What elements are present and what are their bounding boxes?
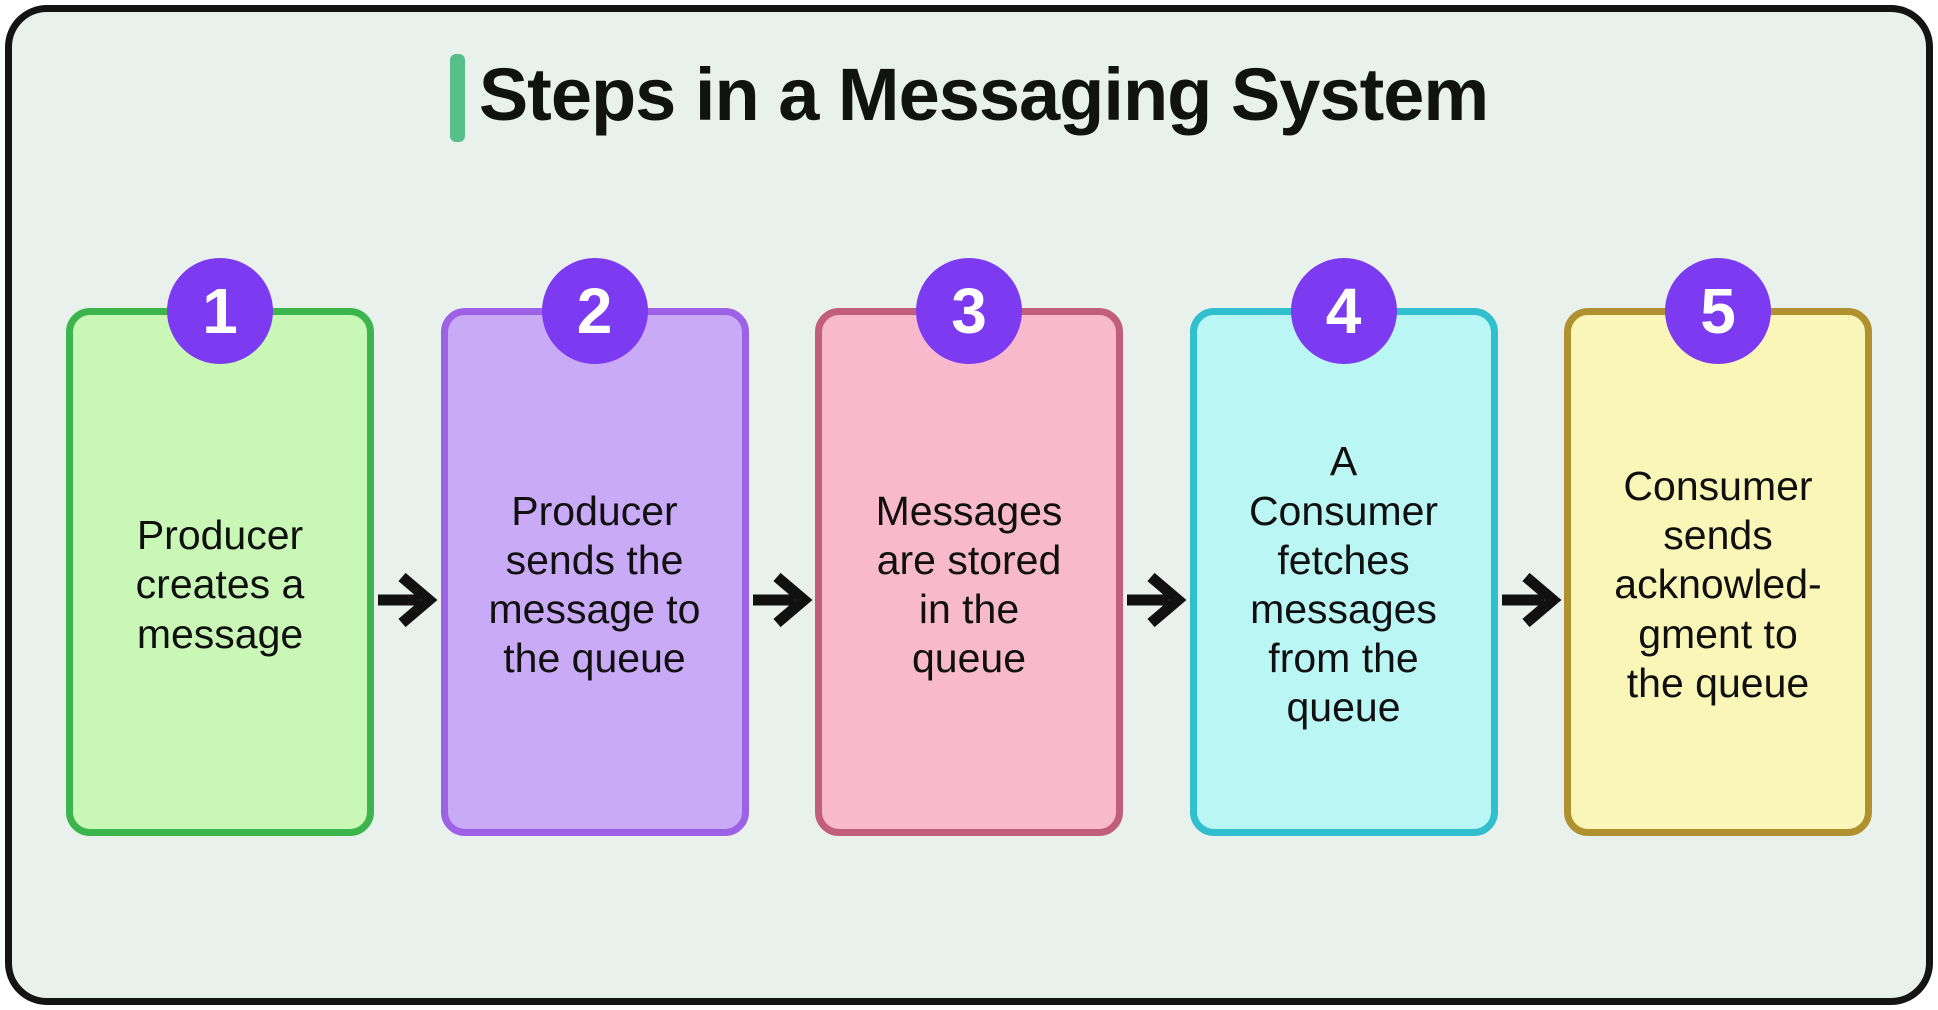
page-title: Steps in a Messaging System [478,53,1489,136]
step-badge-5: 5 [1665,258,1771,364]
step-card-5: 5 Consumer sends acknowled- gment to the… [1564,258,1872,836]
step-badge-4: 4 [1290,258,1397,364]
step-label-1: Producer creates a message [135,512,305,657]
steps-row: 1 Producer creates a message 2 Producer … [12,258,1926,836]
arrow-right-icon [752,572,813,628]
diagram-frame: Steps in a Messaging System 1 Producer c… [5,5,1933,1005]
arrow-right-icon [378,572,438,628]
step-card-1: 1 Producer creates a message [66,258,374,836]
step-label-5: Consumer sends acknowled- gment to the q… [1614,463,1822,706]
step-label-2: Producer sends the message to the queue [488,487,701,682]
arrow-cell-2 [749,568,815,632]
step-card-2: 2 Producer sends the message to the queu… [440,258,749,836]
arrow-cell-3 [1123,568,1189,632]
step-card-4: 4 A Consumer fetches messages from the q… [1189,258,1498,836]
header: Steps in a Messaging System [12,46,1926,150]
step-badge-2: 2 [541,258,648,364]
title-accent-bar [449,54,465,142]
arrow-cell-4 [1498,568,1564,632]
step-label-3: Messages are stored in the queue [875,487,1063,682]
arrow-right-icon [1501,572,1562,628]
arrow-right-icon [1127,572,1187,628]
step-badge-3: 3 [916,258,1022,364]
step-card-3: 3 Messages are stored in the queue [815,258,1123,836]
arrow-cell-1 [374,568,440,632]
step-label-4: A Consumer fetches messages from the que… [1248,438,1439,731]
step-badge-1: 1 [167,258,273,364]
